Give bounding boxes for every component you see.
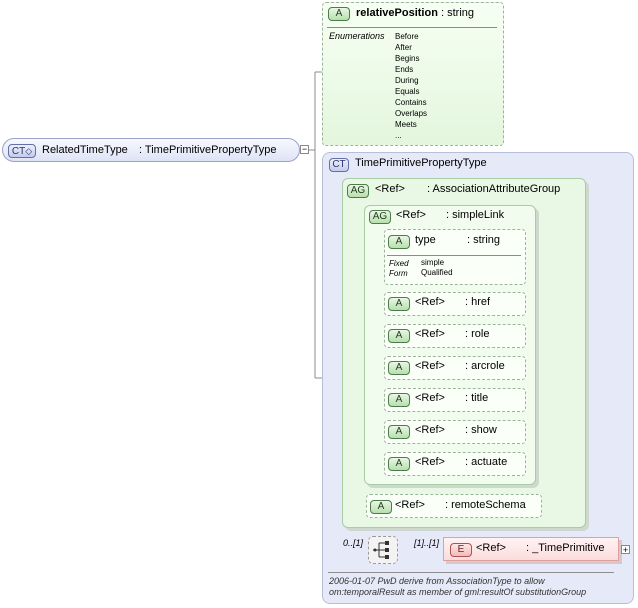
ref-label: <Ref> <box>415 424 445 436</box>
enum-value: Ends <box>395 65 414 74</box>
attribute-icon: A <box>328 7 350 21</box>
role-attribute[interactable]: A <Ref> : role <box>384 324 526 348</box>
attribute-icon: A <box>388 457 410 471</box>
complex-type-name: TimePrimitivePropertyType <box>355 157 487 169</box>
element-occurs: [1]..[1] <box>414 538 440 548</box>
complex-type-icon: CT◇ <box>8 144 36 158</box>
enum-value: Before <box>395 32 419 41</box>
arcrole-attribute[interactable]: A <Ref> : arcrole <box>384 356 526 380</box>
attribute-name: : href <box>465 296 491 308</box>
relative-position-attribute[interactable]: A relativePosition : string Enumerations… <box>322 2 504 146</box>
element-name: : _TimePrimitive <box>526 542 605 554</box>
ref-label: <Ref> <box>415 328 445 340</box>
separator <box>387 255 521 256</box>
sequence-compositor[interactable] <box>368 536 398 564</box>
ref-label: <Ref> <box>415 360 445 372</box>
sequence-occurs-min: 0..[1] <box>343 538 364 548</box>
ref-label: <Ref> <box>396 209 426 221</box>
annotation-note: 2006-01-07 PwD derive from AssociationTy… <box>329 576 586 598</box>
ref-label: <Ref> <box>375 183 405 195</box>
attribute-icon: A <box>388 329 410 343</box>
enum-value: Equals <box>395 87 420 96</box>
type-attribute[interactable]: A type : string Fixed simple Form Qualif… <box>384 229 526 285</box>
attribute-type: : string <box>467 234 501 246</box>
attribute-name: relativePosition <box>356 7 438 19</box>
form-value: Qualified <box>421 268 453 277</box>
separator <box>327 27 497 28</box>
annotation-line: 2006-01-07 PwD derive from AssociationTy… <box>329 576 545 586</box>
root-type: : TimePrimitivePropertyType <box>139 144 277 156</box>
sequence-icon <box>373 541 389 559</box>
title-attribute[interactable]: A <Ref> : title <box>384 388 526 412</box>
attribute-name: : role <box>465 328 490 340</box>
remote-schema-attribute[interactable]: A <Ref> : remoteSchema <box>366 494 542 518</box>
attribute-icon: A <box>388 393 410 407</box>
enumeration-list: Before After Begins Ends During Equals C… <box>395 31 475 141</box>
attribute-type: : string <box>441 7 475 19</box>
expand-toggle[interactable]: + <box>621 545 630 555</box>
complex-type-icon: CT <box>329 158 349 172</box>
href-attribute[interactable]: A <Ref> : href <box>384 292 526 316</box>
collapse-toggle[interactable]: − <box>300 144 309 154</box>
attribute-name: : arcrole <box>465 360 505 372</box>
enum-value: ... <box>395 131 402 140</box>
root-node[interactable]: CT◇ RelatedTimeType : TimePrimitivePrope… <box>2 138 300 162</box>
attribute-name: : remoteSchema <box>445 499 526 511</box>
time-primitive-element[interactable]: E <Ref> : _TimePrimitive <box>443 537 619 561</box>
attribute-group-icon: AG <box>347 184 369 198</box>
form-label: Form <box>389 269 408 278</box>
attribute-name: type <box>415 234 436 246</box>
attribute-icon: A <box>388 361 410 375</box>
attribute-group-icon: AG <box>369 210 391 224</box>
ref-label: <Ref> <box>476 542 506 554</box>
enum-value: Meets <box>395 120 417 129</box>
ref-label: <Ref> <box>415 296 445 308</box>
actuate-attribute[interactable]: A <Ref> : actuate <box>384 452 526 476</box>
fixed-value: simple <box>421 258 445 267</box>
ref-label: <Ref> <box>415 456 445 468</box>
enum-value: During <box>395 76 419 85</box>
annotation-separator <box>328 572 614 573</box>
fixed-label: Fixed <box>389 259 409 268</box>
enum-value: Overlaps <box>395 109 428 118</box>
show-attribute[interactable]: A <Ref> : show <box>384 420 526 444</box>
annotation-line: om:temporalResult as member of gml:resul… <box>329 587 587 597</box>
enum-value: Contains <box>395 98 427 107</box>
ref-label: <Ref> <box>415 392 445 404</box>
enum-value: After <box>395 43 412 52</box>
attribute-icon: A <box>388 425 410 439</box>
attribute-name: : title <box>465 392 489 404</box>
attribute-icon: A <box>370 500 392 514</box>
enum-value: Begins <box>395 54 420 63</box>
attribute-name: : show <box>465 424 497 436</box>
attribute-icon: A <box>388 235 410 249</box>
element-icon: E <box>450 543 472 557</box>
enumerations-label: Enumerations <box>329 31 385 41</box>
group-name: : simpleLink <box>446 209 505 221</box>
attribute-name: : actuate <box>465 456 508 468</box>
ref-label: <Ref> <box>395 499 425 511</box>
attribute-icon: A <box>388 297 410 311</box>
root-name: RelatedTimeType <box>42 144 128 156</box>
group-name: : AssociationAttributeGroup <box>427 183 561 195</box>
